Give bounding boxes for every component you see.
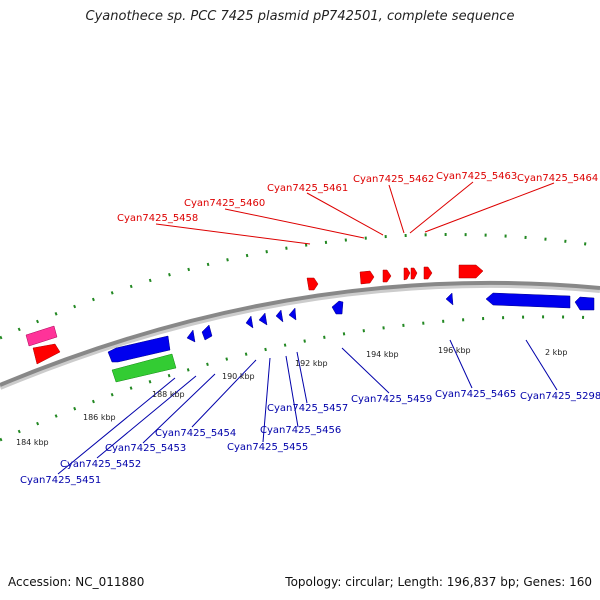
reverse-genes [107, 292, 595, 363]
kbp-label: 186 kbp [83, 413, 116, 422]
gene-arrow[interactable] [258, 312, 268, 326]
gene-arrow[interactable] [403, 267, 411, 281]
gene-arrow[interactable] [331, 300, 344, 315]
kbp-label: 188 kbp [152, 390, 185, 399]
gene-arrow[interactable] [458, 264, 484, 279]
kbp-labels: 184 kbp 186 kbp 188 kbp 190 kbp 192 kbp … [16, 346, 567, 447]
leader-line [296, 351, 308, 404]
gene-arrow[interactable] [382, 269, 392, 283]
reverse-leader-lines [57, 339, 558, 475]
gene-arrow[interactable] [111, 353, 177, 383]
backbone-circle [0, 280, 600, 387]
gene-arrow[interactable] [410, 267, 418, 280]
topology-summary: Topology: circular; Length: 196,837 bp; … [285, 575, 592, 589]
kbp-label: 194 kbp [366, 350, 399, 359]
gene-arrow[interactable] [574, 296, 595, 311]
gene-arrow[interactable] [485, 292, 571, 309]
map-title: Cyanothece sp. PCC 7425 plasmid pP742501… [85, 9, 515, 24]
forward-gene-labels: Cyan7425_5458 Cyan7425_5460 Cyan7425_546… [117, 171, 598, 224]
gene-label[interactable]: Cyan7425_5459 [351, 394, 432, 405]
other-genes [25, 325, 58, 347]
leader-line [388, 184, 405, 234]
leader-line [424, 182, 555, 233]
gene-arrow[interactable] [359, 270, 375, 285]
gene-label[interactable]: Cyan7425_5461 [267, 183, 348, 194]
gene-label[interactable]: Cyan7425_5451 [20, 475, 101, 486]
gene-arrow[interactable] [32, 343, 61, 365]
forward-leader-lines [155, 181, 555, 245]
kbp-label: 196 kbp [438, 346, 471, 355]
gene-label[interactable]: Cyan7425_5298 [520, 391, 600, 402]
gene-label[interactable]: Cyan7425_5464 [517, 173, 598, 184]
leader-line [262, 357, 271, 443]
leader-line [449, 339, 473, 389]
leader-line [155, 223, 311, 245]
gene-arrow[interactable] [107, 335, 171, 363]
kbp-label: 2 kbp [545, 348, 567, 357]
forward-genes [32, 264, 484, 365]
leader-line [57, 377, 176, 475]
kbp-label: 184 kbp [16, 438, 49, 447]
leader-line [191, 359, 257, 428]
kbp-label: 190 kbp [222, 372, 255, 381]
gene-label[interactable]: Cyan7425_5460 [184, 198, 265, 209]
gene-label[interactable]: Cyan7425_5457 [267, 403, 348, 414]
gene-arrow[interactable] [423, 266, 433, 280]
gene-arrow[interactable] [275, 309, 284, 323]
gene-arrow[interactable] [245, 315, 254, 329]
rna-genes [111, 353, 177, 383]
leader-line [285, 355, 299, 428]
gene-arrow[interactable] [306, 277, 319, 291]
gene-arrow[interactable] [25, 325, 58, 347]
leader-line [409, 181, 474, 234]
gene-arrow[interactable] [201, 324, 213, 341]
gene-label[interactable]: Cyan7425_5462 [353, 174, 434, 185]
leader-line [525, 339, 558, 391]
gene-arrow[interactable] [288, 307, 297, 321]
gene-label[interactable]: Cyan7425_5465 [435, 389, 516, 400]
kbp-label: 192 kbp [295, 359, 328, 368]
leader-line [96, 375, 197, 459]
gene-label[interactable]: Cyan7425_5454 [155, 428, 236, 439]
gene-label[interactable]: Cyan7425_5458 [117, 213, 198, 224]
leader-line [224, 208, 365, 239]
reverse-gene-labels: Cyan7425_5451 Cyan7425_5452 Cyan7425_545… [20, 389, 600, 486]
accession-text: Accession: NC_011880 [8, 575, 145, 589]
gene-arrow[interactable] [186, 329, 196, 343]
gene-label[interactable]: Cyan7425_5456 [260, 425, 341, 436]
gene-label[interactable]: Cyan7425_5453 [105, 443, 186, 454]
gene-label[interactable]: Cyan7425_5463 [436, 171, 517, 182]
gene-label[interactable]: Cyan7425_5455 [227, 442, 308, 453]
gene-arrow[interactable] [445, 292, 454, 306]
leader-line [341, 347, 390, 394]
leader-line [142, 373, 216, 444]
gene-label[interactable]: Cyan7425_5452 [60, 459, 141, 470]
leader-line [306, 192, 384, 236]
